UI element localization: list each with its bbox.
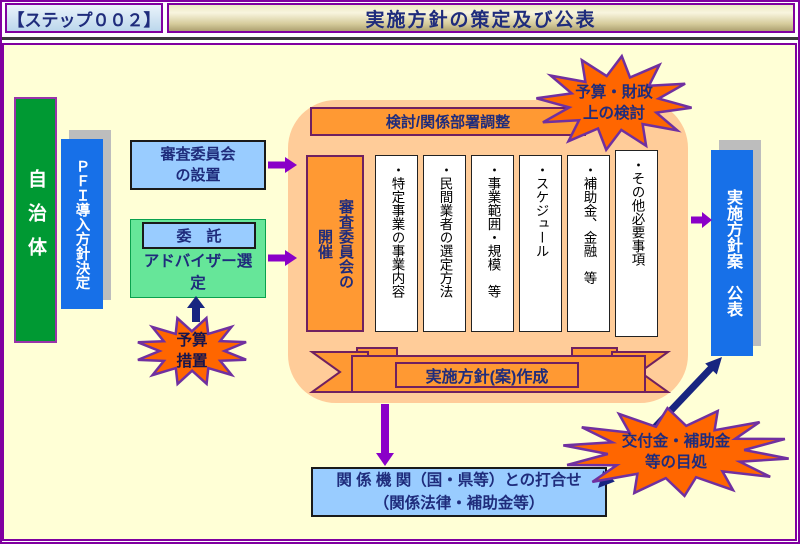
draft-policy-box: 実施方針(案)作成 <box>395 362 579 388</box>
committee-setup-box: 審査委員会 の設置 <box>130 140 266 190</box>
committee-setup-label: 審査委員会 の設置 <box>160 146 236 184</box>
finance-star-label: 予算・財政 上の検討 <box>575 84 653 122</box>
agenda-item: ・補助金、金融 等 <box>567 155 610 332</box>
related-agencies-label: 関 係 機 関（国・県等）との打合せ （関係法律・補助金等） <box>336 472 582 512</box>
consignment-label: 委 託 <box>176 228 222 245</box>
pfi-decision-box: ＰＦＩ導入方針決定 <box>61 139 103 309</box>
consignment-box: 委 託 <box>142 222 256 249</box>
grants-star-label: 交付金・補助金 等の目処 <box>621 433 731 471</box>
publication-label: 実施方針案 公表 <box>724 189 741 317</box>
draft-policy-label: 実施方針(案)作成 <box>425 369 549 386</box>
advisor-selection-label: アドバイザー選定 <box>143 253 253 292</box>
publication-box: 実施方針案 公表 <box>711 150 753 356</box>
municipality-box: 自治体 <box>14 97 57 343</box>
coordination-label: 検討/関係部署調整 <box>385 114 511 131</box>
page-title-bar: 実施方針の策定及び公表 <box>167 3 795 33</box>
agenda-item: ・スケジュール <box>519 155 562 332</box>
agenda-item: ・特定事業の事業内容 <box>375 155 418 332</box>
committee-meeting-label: 審査委員会の 開催 <box>316 198 354 289</box>
coordination-box: 検討/関係部署調整 <box>310 107 586 136</box>
page-title: 実施方針の策定及び公表 <box>365 9 597 31</box>
header-divider <box>0 37 800 40</box>
related-agencies-box: 関 係 機 関（国・県等）との打合せ （関係法律・補助金等） <box>311 467 607 517</box>
step-label: 【ステップ００２】 <box>7 10 161 30</box>
agenda-items-row: ・特定事業の事業内容 ・民間業者の選定方法 ・事業範囲・規模 等 ・スケジュール… <box>375 150 660 345</box>
committee-meeting-box: 審査委員会の 開催 <box>306 155 364 332</box>
pfi-decision-label: ＰＦＩ導入方針決定 <box>73 158 90 290</box>
step-label-box: 【ステップ００２】 <box>5 3 163 33</box>
agenda-item: ・その他必要事項 <box>615 150 658 337</box>
budget-star-label: 予算 措置 <box>176 332 208 370</box>
agenda-item: ・事業範囲・規模 等 <box>471 155 514 332</box>
municipality-label: 自治体 <box>25 169 46 271</box>
agenda-item: ・民間業者の選定方法 <box>423 155 466 332</box>
